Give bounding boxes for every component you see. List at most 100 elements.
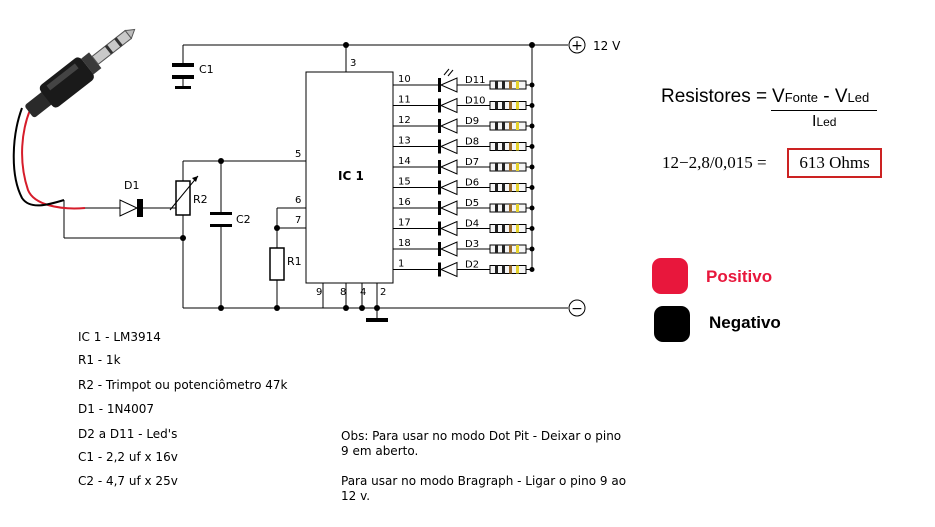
led-label: D2	[465, 260, 479, 271]
led-label: D6	[465, 178, 479, 189]
ic1-label: IC 1	[338, 169, 364, 183]
resistor-band	[495, 265, 498, 274]
resistor-band	[495, 204, 498, 212]
light-arrow-icon	[447, 69, 454, 77]
parts-list-item: IC 1 - LM3914	[78, 330, 161, 344]
ic-output-pin-label: 12	[398, 115, 411, 126]
led-label: D4	[465, 219, 479, 230]
resistor-band	[509, 122, 512, 130]
resistor-band	[495, 142, 498, 151]
led-label: D11	[465, 75, 485, 86]
negative-terminal-symbol: −	[571, 301, 583, 317]
junction-dot	[529, 267, 535, 272]
resistor-band	[509, 183, 512, 192]
resistor-band	[509, 245, 512, 253]
positive-swatch	[652, 258, 688, 294]
ic-output-pin-label: 17	[398, 218, 411, 229]
led-diode-icon	[439, 118, 458, 134]
resistor-band	[516, 224, 519, 233]
parts-list-item: D1 - 1N4007	[78, 402, 154, 416]
led-diode-icon	[439, 179, 458, 196]
ic-output-pin-label: 18	[398, 238, 411, 249]
pin-7-label: 7	[295, 215, 301, 226]
r2-label: R2	[193, 193, 208, 206]
resistor-band	[502, 204, 505, 212]
formula-denominator: ILed	[812, 113, 836, 131]
led-cathode	[438, 98, 441, 113]
formula-result: 613 Ohms	[787, 148, 882, 178]
formula-sub-fonte: Fonte	[784, 90, 818, 105]
led-diode-icon	[439, 261, 458, 278]
light-arrow-icon	[443, 68, 450, 76]
parts-list-item: R2 - Trimpot ou potenciômetro 47k	[78, 378, 288, 392]
resistor-band	[516, 245, 519, 253]
positive-terminal-symbol: +	[571, 38, 583, 54]
resistor-band	[502, 265, 505, 274]
resistor-band	[502, 81, 505, 89]
resistor-band	[516, 204, 519, 212]
formula-i: I	[812, 113, 817, 130]
parts-list-item: C1 - 2,2 uf x 16v	[78, 450, 178, 464]
formula-calculation: 12−2,8/0,015 =	[662, 153, 767, 172]
ic-output-pin-label: 13	[398, 136, 411, 147]
led-cathode	[438, 78, 441, 92]
junction-dot	[529, 123, 535, 129]
formula-sub-i-led: Led	[816, 115, 837, 129]
led-cathode	[438, 221, 441, 236]
resistor-band	[502, 142, 505, 151]
pin-3-label: 3	[350, 58, 356, 69]
led-label: D8	[465, 137, 479, 148]
resistor-band	[509, 265, 512, 274]
positive-terminal	[568, 36, 586, 54]
resistor-band	[502, 101, 505, 110]
led-diode-icon	[439, 159, 458, 175]
negative-swatch	[654, 306, 690, 342]
resistor-band	[495, 245, 498, 253]
c1-label: C1	[199, 63, 214, 76]
resistor-band	[509, 204, 512, 212]
d1-label: D1	[124, 179, 139, 192]
junction-dot	[529, 226, 535, 231]
c2-label: C2	[236, 213, 251, 226]
resistor-band	[509, 142, 512, 151]
note-dot-mode: Obs: Para usar no modo Dot Pit - Deixar …	[341, 429, 622, 458]
resistor-band	[509, 224, 512, 233]
pin-6-label: 6	[295, 195, 301, 206]
fraction-bar	[771, 110, 877, 111]
led-cathode	[438, 160, 441, 174]
parts-list-item: C2 - 4,7 uf x 25v	[78, 474, 178, 488]
led-label: D9	[465, 116, 479, 127]
led-cathode	[438, 242, 441, 256]
pin-4-label: 4	[360, 287, 366, 298]
parts-list-item: D2 a D11 - Led's	[78, 427, 178, 441]
led-cathode	[438, 139, 441, 154]
resistor-band	[502, 183, 505, 192]
led-cathode	[438, 201, 441, 215]
resistor-band	[516, 183, 519, 192]
pin-9-label: 9	[316, 287, 322, 298]
resistor-band	[516, 142, 519, 151]
formula-numerator: VFonte - VLed	[772, 86, 869, 108]
resistor-band	[516, 122, 519, 130]
led-diode-icon	[439, 241, 458, 257]
led-cathode	[438, 262, 441, 277]
resistor-band	[502, 224, 505, 233]
audio-jack-icon	[12, 28, 136, 210]
led-diode-icon	[439, 138, 458, 155]
resistor-band	[502, 122, 505, 130]
resistor-band	[495, 122, 498, 130]
junction-dot	[529, 185, 535, 190]
junction-dot	[529, 164, 535, 170]
resistor-band	[509, 81, 512, 89]
pin-5-label: 5	[295, 149, 301, 160]
led-diode-icon	[439, 220, 458, 237]
ic-output-pin-label: 11	[398, 95, 411, 106]
ic-output-pin-label: 1	[398, 259, 404, 270]
resistor-band	[516, 163, 519, 171]
led-diode-icon	[439, 97, 458, 114]
resistor-band	[516, 265, 519, 274]
formula-v-fonte: V	[772, 86, 785, 107]
resistor-band	[509, 163, 512, 171]
parts-list-item: R1 - 1k	[78, 353, 121, 367]
